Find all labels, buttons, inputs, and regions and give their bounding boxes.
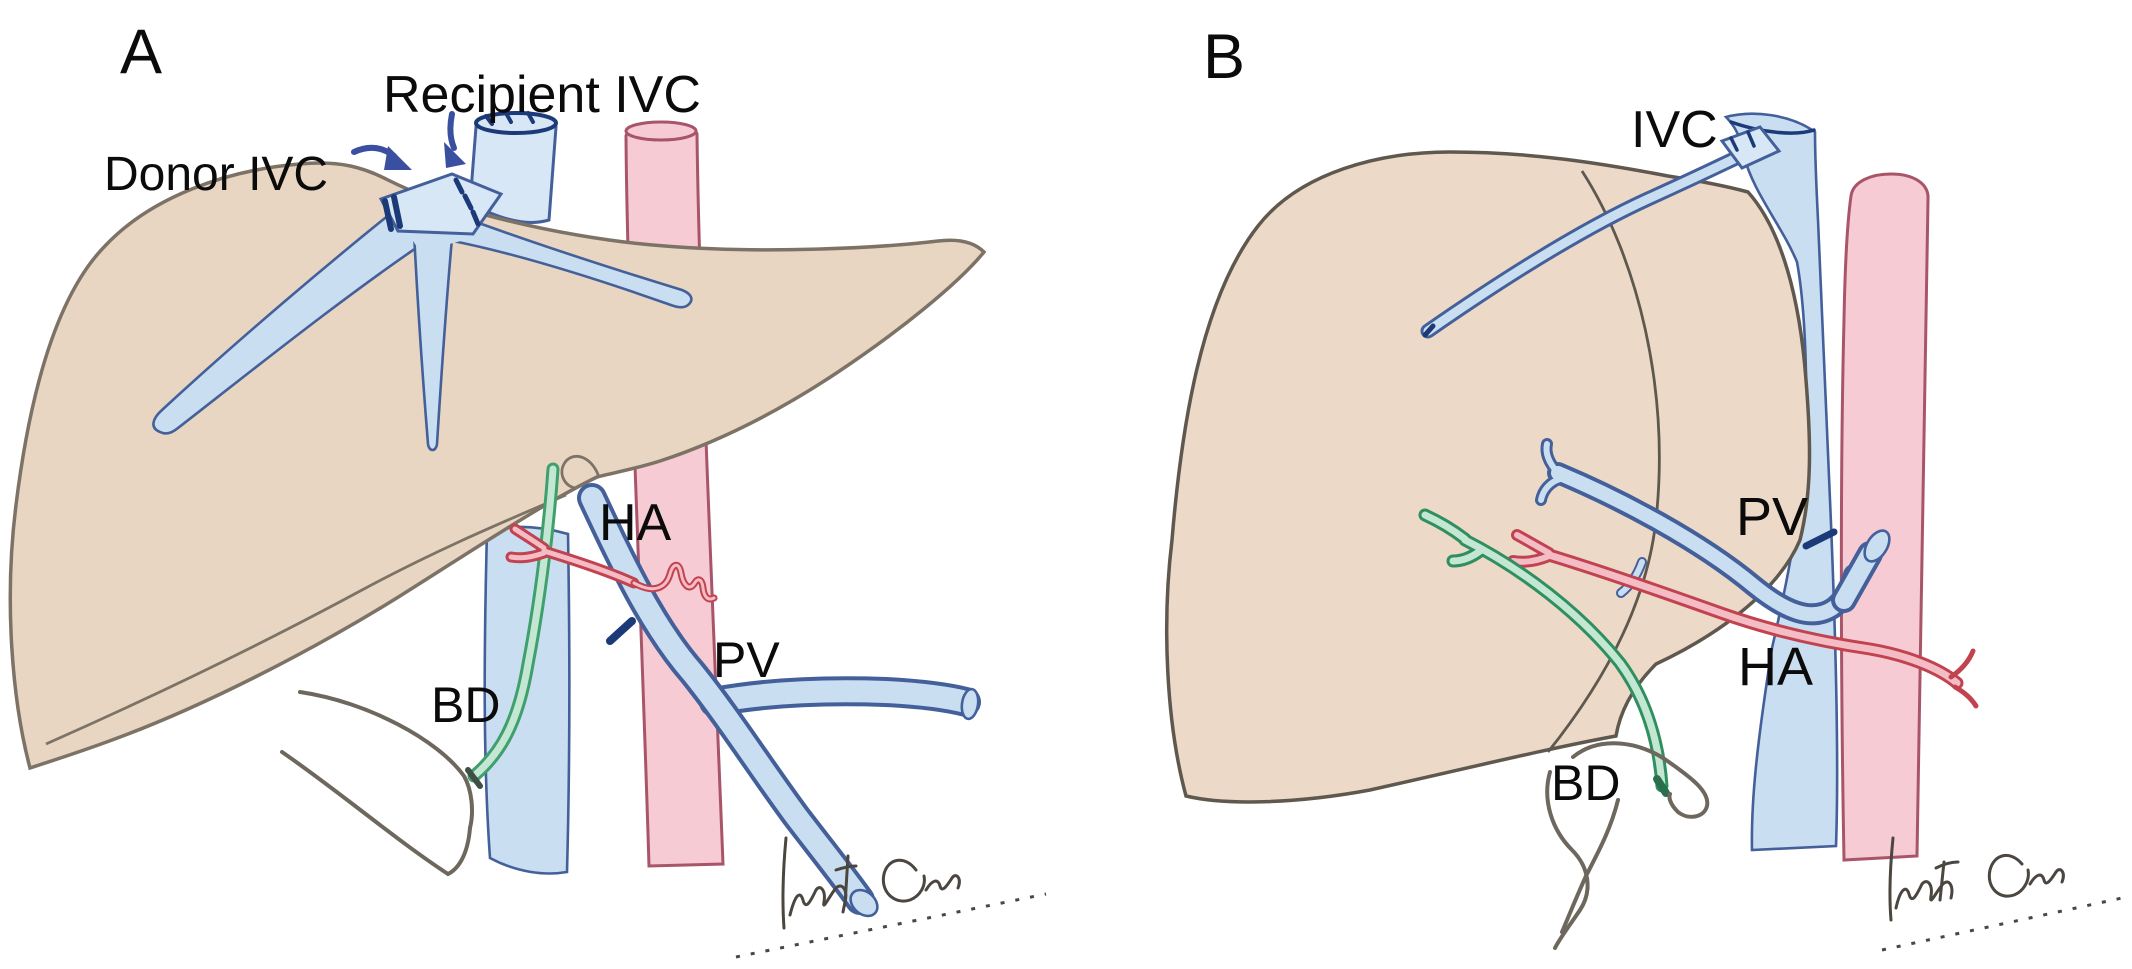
- pv-branch-open-end-a: [960, 687, 980, 721]
- suture-mark-ivc-b: [1802, 528, 1838, 550]
- bd-tip-mark-b: [1653, 775, 1670, 797]
- label-ivc-b: IVC: [1631, 101, 1718, 159]
- suture-marks-cuff-left: [382, 194, 403, 232]
- label-donor-ivc: Donor IVC: [104, 148, 328, 201]
- panel-b-label: B: [1203, 22, 1245, 92]
- duct-junction-mark-a: [465, 767, 483, 789]
- suture-mark-pv-a: [606, 617, 636, 645]
- panel-a-label: A: [120, 17, 162, 87]
- label-recipient-ivc: Recipient IVC: [383, 66, 701, 124]
- aorta-a-open-end: [624, 120, 698, 142]
- liver-a-hilar-notch: [560, 454, 601, 490]
- pv-open-end-b: [1863, 529, 1891, 563]
- signature-dotted-line-b: [1881, 896, 2123, 952]
- pv-open-end-a: [849, 888, 879, 918]
- middle-hepatic-vein-a: [412, 230, 454, 452]
- ivc-b: [1723, 112, 1839, 852]
- ivc-b-rim: [1729, 120, 1816, 135]
- hepatic-artery-b: [1507, 529, 1979, 709]
- label-bd-b: BD: [1551, 755, 1620, 811]
- label-pv-a: PV: [713, 632, 780, 688]
- label-bd-a: BD: [431, 677, 500, 733]
- hv-tip-mark-b: [1422, 323, 1436, 338]
- label-ha-b: HA: [1738, 637, 1813, 697]
- recipient-duct-sketch-a: [280, 690, 474, 876]
- bile-duct-b: [1418, 508, 1670, 797]
- recipient-ivc-arrow-icon: [447, 111, 457, 151]
- portal-vein-b: [1535, 438, 1891, 626]
- suture-marks-hv-cuff-b: [1729, 130, 1756, 152]
- liver-a: [8, 161, 987, 771]
- duodenum-sketch-b: [1545, 741, 1710, 950]
- artist-signature-b: [1881, 836, 2123, 952]
- aorta-b: [1839, 172, 1930, 862]
- donor-ivc-cuff: [378, 172, 504, 236]
- infrahepatic-ivc-a: [483, 525, 571, 875]
- label-pv-b: PV: [1736, 487, 1808, 547]
- anastomosis-arrows: [351, 111, 466, 170]
- suture-line-anastomosis: [453, 177, 481, 227]
- hepatic-artery-a: [505, 523, 718, 603]
- liver-a-inferior-edge-line: [45, 493, 567, 746]
- panel-b: B IVC PV HA BD: [1164, 22, 2123, 952]
- panel-a: A Donor IVC Recipient IVC HA PV BD: [8, 17, 1047, 959]
- hepatic-vein-b: [1420, 125, 1782, 339]
- suture-marks-ivc-rim: [484, 111, 535, 126]
- liver-b: [1164, 150, 1812, 804]
- artist-signature-a: [735, 836, 1047, 959]
- label-ha-a: HA: [599, 494, 672, 552]
- bile-duct-a: [465, 462, 560, 789]
- recipient-ivc-open-end: [474, 111, 558, 135]
- right-hepatic-vein-a: [446, 212, 693, 309]
- left-hepatic-vein-a: [152, 204, 430, 435]
